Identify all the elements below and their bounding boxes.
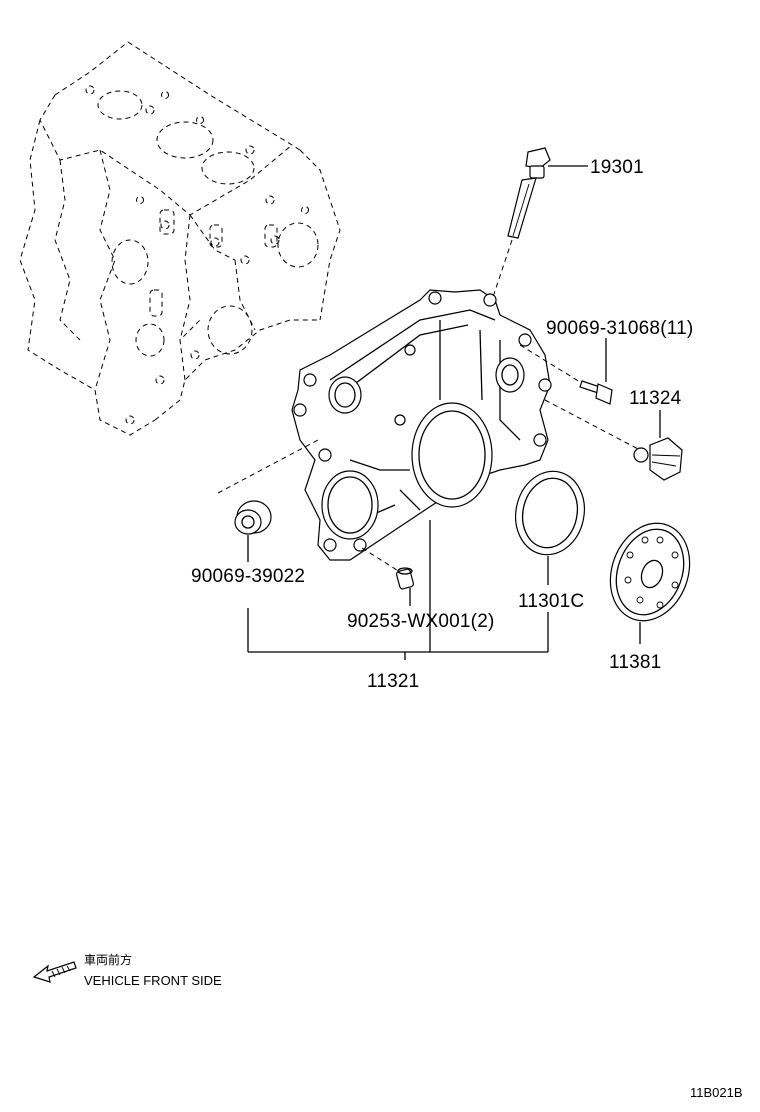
leader-dash-90069-31068 — [519, 344, 581, 383]
plate-11381-illustration — [609, 522, 691, 622]
timing-cover-illustration — [291, 289, 552, 561]
arrow-left-icon — [32, 961, 77, 983]
leader-dash-90069-39022 — [217, 439, 319, 494]
vehicle-front-legend: 車両前方 VEHICLE FRONT SIDE — [32, 952, 222, 988]
diagram-reference-code: 11B021B — [690, 1085, 743, 1100]
engine-block-illustration — [19, 41, 341, 436]
part-number-90253-wx001: 90253-WX001(2) — [347, 611, 495, 632]
legend-japanese-text: 車両前方 — [84, 952, 132, 967]
assembly-bracket-11321 — [247, 520, 549, 660]
leader-dash-11324 — [544, 399, 641, 451]
bolt-90069-31068-illustration — [579, 380, 613, 405]
part-number-90069-31068: 90069-31068(11) — [546, 318, 693, 339]
legend-english-text: VEHICLE FRONT SIDE — [84, 973, 222, 988]
part-number-90069-39022: 90069-39022 — [191, 566, 305, 587]
part-number-11301c: 11301C — [518, 591, 584, 612]
oring-11301c-illustration — [515, 470, 585, 556]
part-number-11381: 11381 — [609, 652, 661, 673]
part-number-11324: 11324 — [629, 388, 682, 409]
part-number-19301: 19301 — [590, 157, 644, 178]
leader-dash-19301 — [491, 239, 513, 301]
part-number-11321: 11321 — [367, 671, 419, 692]
seal-90069-39022-illustration — [234, 500, 272, 535]
sensor-19301-illustration — [507, 147, 551, 239]
leader-dash-90253 — [361, 547, 401, 573]
dowel-90253-illustration — [395, 567, 415, 590]
plug-11324-illustration — [633, 437, 683, 481]
